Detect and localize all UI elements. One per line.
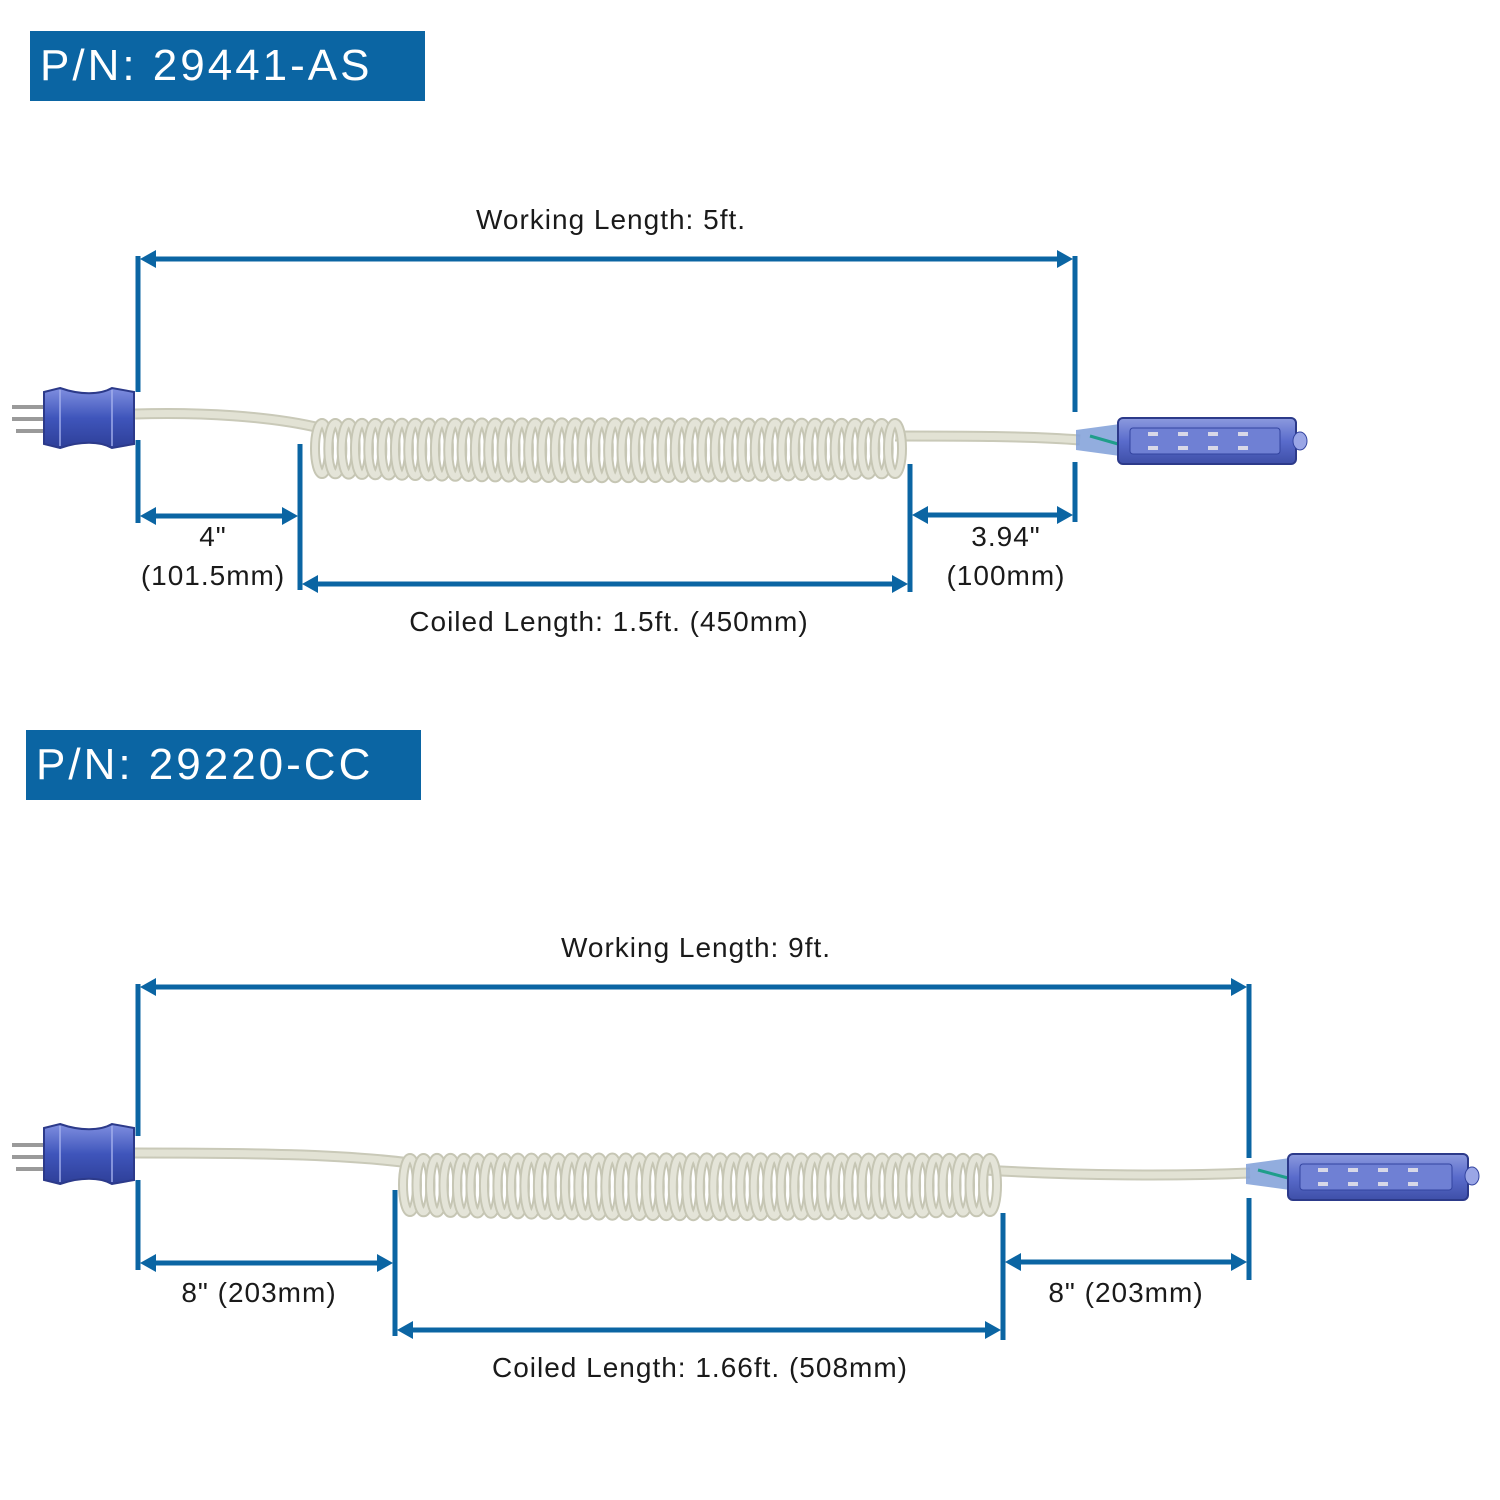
plug-end-length-mm-label: (101.5mm) xyxy=(141,560,285,591)
working-length-label: Working Length: 5ft. xyxy=(476,204,746,235)
working-length-dimension: Working Length: 9ft. xyxy=(135,932,1252,1158)
working-length-label: Working Length: 9ft. xyxy=(561,932,831,963)
outlet-end-length-label: 8" (203mm) xyxy=(1048,1277,1203,1308)
part-number-badge: P/N: 29220-CC xyxy=(26,730,421,800)
plug-icon xyxy=(12,1122,135,1186)
product-diagram-29220-CC: Working Length: 9ft. 8" (203mm) Coiled L… xyxy=(12,932,1480,1383)
working-length-dimension: Working Length: 5ft. xyxy=(135,204,1078,412)
outlet-end-length-label: 3.94" xyxy=(971,521,1040,552)
coiled-length-label: Coiled Length: 1.5ft. (450mm) xyxy=(409,606,808,637)
cord xyxy=(134,1147,1251,1181)
part-number-label: P/N: 29220-CC xyxy=(36,740,374,789)
plug-end-length-label: 8" (203mm) xyxy=(181,1277,336,1308)
coil-loop xyxy=(980,1155,1000,1215)
coil-loop xyxy=(885,420,905,477)
plug-icon xyxy=(12,386,135,450)
outlet-end-dimension: 8" (203mm) xyxy=(1005,1198,1252,1308)
coiled-length-label: Coiled Length: 1.66ft. (508mm) xyxy=(492,1352,908,1383)
product-diagram-29441-AS: Working Length: 5ft. 4" (101.5mm) Coiled… xyxy=(12,204,1308,637)
part-number-label: P/N: 29441-AS xyxy=(40,41,373,90)
outlet-box-icon xyxy=(1246,1153,1480,1201)
outlet-end-length-mm-label: (100mm) xyxy=(946,560,1065,591)
coiled-length-dimension: Coiled Length: 1.5ft. (450mm) xyxy=(302,464,913,637)
coiled-section xyxy=(310,417,907,484)
coiled-section xyxy=(398,1152,1002,1222)
coiled-length-dimension: Coiled Length: 1.66ft. (508mm) xyxy=(397,1213,1006,1383)
cord xyxy=(134,408,1081,446)
plug-end-dimension: 4" (101.5mm) xyxy=(135,440,303,591)
part-number-badge: P/N: 29441-AS xyxy=(30,31,425,101)
outlet-end-dimension: 3.94" (100mm) xyxy=(912,462,1078,591)
outlet-box-icon xyxy=(1076,417,1308,465)
plug-end-dimension: 8" (203mm) xyxy=(135,1180,398,1336)
plug-end-length-label: 4" xyxy=(199,521,227,552)
